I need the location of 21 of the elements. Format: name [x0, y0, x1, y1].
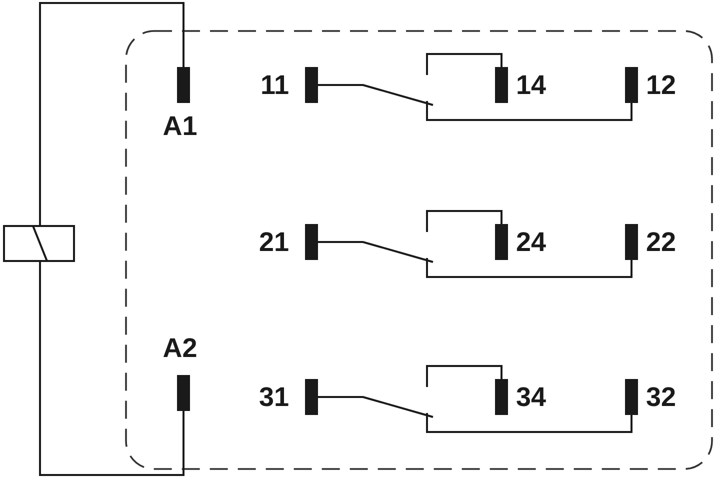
terminal-label: A1 — [162, 111, 198, 141]
terminal-label: 11 — [259, 70, 289, 100]
wire — [39, 2, 184, 225]
relay-enclosure — [125, 30, 713, 470]
terminal-label: 24 — [516, 227, 546, 257]
wire — [317, 396, 632, 433]
terminal-label: 31 — [258, 382, 289, 412]
wire — [39, 262, 184, 476]
wire — [426, 210, 502, 232]
wire — [426, 53, 502, 75]
wire — [317, 241, 632, 278]
terminal-label: A2 — [162, 333, 198, 363]
terminal-label: 32 — [646, 382, 676, 412]
terminal-label: 22 — [646, 227, 676, 257]
terminal-label: 12 — [646, 70, 676, 100]
terminal-label: 21 — [258, 227, 289, 257]
terminal-label: 14 — [516, 70, 546, 100]
wire — [317, 84, 632, 121]
wire — [426, 365, 502, 387]
terminal-label: 34 — [516, 382, 546, 412]
relay-coil-symbol — [3, 225, 75, 262]
